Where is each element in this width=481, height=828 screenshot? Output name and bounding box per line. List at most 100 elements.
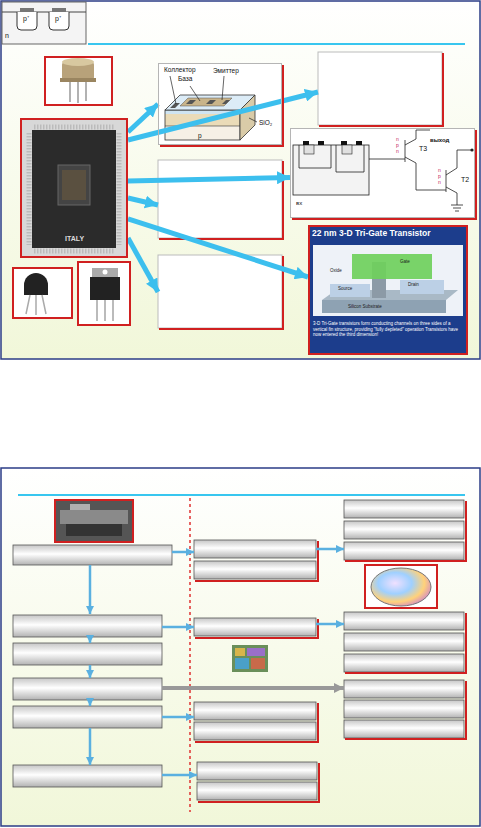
- flow-box: [13, 765, 162, 787]
- fan-arrow: [128, 178, 290, 182]
- chip-photo: [32, 130, 116, 248]
- flow-box: [13, 545, 172, 565]
- flow-box: [13, 678, 162, 700]
- box-ground: [290, 128, 475, 218]
- flow-box: [344, 680, 464, 698]
- part-label: Oxide: [330, 269, 342, 274]
- flow-arrow: [89, 728, 92, 765]
- group-shadow: [195, 501, 466, 802]
- flow-arrow: [89, 565, 92, 614]
- empty-box: [318, 52, 442, 125]
- trigate-picture: [352, 254, 432, 279]
- flow-arrow: [162, 686, 344, 690]
- part-label: Drain: [408, 283, 419, 288]
- chip-box: ITALY: [20, 118, 128, 258]
- transistor-photo: [60, 78, 96, 82]
- transistor-photo: [70, 82, 86, 103]
- group-shadow: [195, 541, 318, 581]
- part-label: Эмиттер: [213, 67, 239, 74]
- pn-sketch: [2, 12, 86, 13]
- die-photo: [232, 645, 268, 672]
- group-shadow: [195, 703, 318, 742]
- empty-box: [319, 53, 443, 126]
- heading-rule: [18, 44, 465, 495]
- die-photo: [232, 645, 268, 672]
- region-label: p⁺: [23, 15, 29, 23]
- transistor-structure: [170, 76, 257, 122]
- structure-box: КоллекторБазаЭмиттерSiO₂p: [158, 63, 282, 145]
- chip-photo: [58, 165, 90, 205]
- chip-photo: [62, 170, 86, 200]
- separator-line: [190, 498, 191, 812]
- flow-box: [344, 542, 464, 560]
- transistor-name: T3: [419, 145, 427, 153]
- flow-box: [194, 561, 316, 579]
- power-transistor-photo: [103, 270, 108, 275]
- power-transistor-photo: [97, 300, 113, 321]
- flow-arrow: [90, 549, 344, 775]
- transistor-photo: [45, 57, 112, 105]
- flow-arrow: [162, 716, 194, 719]
- circuit-sketch: [299, 145, 364, 172]
- region-label: n: [5, 32, 9, 40]
- transistor-photo: [13, 268, 72, 318]
- region-label: n: [396, 149, 399, 155]
- flow-arrow: [162, 626, 194, 629]
- empty-box: [158, 255, 282, 328]
- fan-arrow: [128, 198, 158, 205]
- pn-sketch: [17, 12, 37, 30]
- fab-photo: [55, 500, 133, 542]
- flow-arrow: [172, 551, 194, 554]
- heading-rule: [88, 43, 465, 45]
- transistor-photo: [26, 295, 46, 315]
- trigate-picture: [400, 280, 444, 294]
- flow-arrow: [162, 774, 197, 777]
- chip-photo: [117, 133, 122, 245]
- group-shadow: [345, 681, 466, 739]
- fan-arrow: [128, 104, 158, 132]
- pn-sketch: [2, 2, 86, 44]
- flow-box: [13, 706, 162, 728]
- chip-photo: [27, 133, 32, 245]
- region-label: p: [396, 143, 399, 149]
- flow-box: [344, 720, 464, 738]
- group-shadow: [345, 613, 466, 673]
- pn-sketch: [2, 2, 86, 44]
- signal-name: вх: [296, 200, 302, 207]
- flow-box: [197, 782, 317, 800]
- pn-sketch: [49, 12, 69, 30]
- wafer-photo: [365, 565, 437, 608]
- trigate-picture: [313, 245, 463, 316]
- transistor-photo: [13, 268, 72, 318]
- flow-box: [194, 540, 316, 558]
- flow-box: [344, 700, 464, 718]
- flow-arrow: [89, 700, 92, 706]
- pn-sketch: [52, 8, 66, 12]
- power-transistor-photo: [92, 268, 118, 277]
- trigate-picture: [308, 225, 468, 355]
- flow-arrow: [89, 665, 92, 678]
- circuit-box: T3npnT2npnвыходвх: [290, 128, 475, 218]
- trigate-picture: [322, 300, 446, 313]
- die-photo: [235, 648, 245, 656]
- part-label: Silicon Substrate: [348, 305, 382, 310]
- heading-rule: [18, 494, 465, 496]
- die-photo: [247, 648, 265, 656]
- group-shadow: [198, 763, 319, 802]
- circuit-sketch: [342, 145, 352, 154]
- region-label: n: [438, 168, 441, 174]
- die-photo: [235, 658, 249, 669]
- panel-title: 22 nm 3-D Tri-Gate Transistor: [312, 229, 431, 238]
- circuit-sketch: [369, 130, 472, 211]
- transistor-photo: [62, 58, 94, 66]
- circuit-sketch: [470, 148, 473, 151]
- part-label: База: [178, 75, 192, 82]
- flow-box: [194, 702, 316, 720]
- flow-box: [344, 633, 464, 651]
- flow-box: [13, 643, 162, 665]
- flow-box: [344, 521, 464, 539]
- transistor-name: T2: [461, 176, 469, 184]
